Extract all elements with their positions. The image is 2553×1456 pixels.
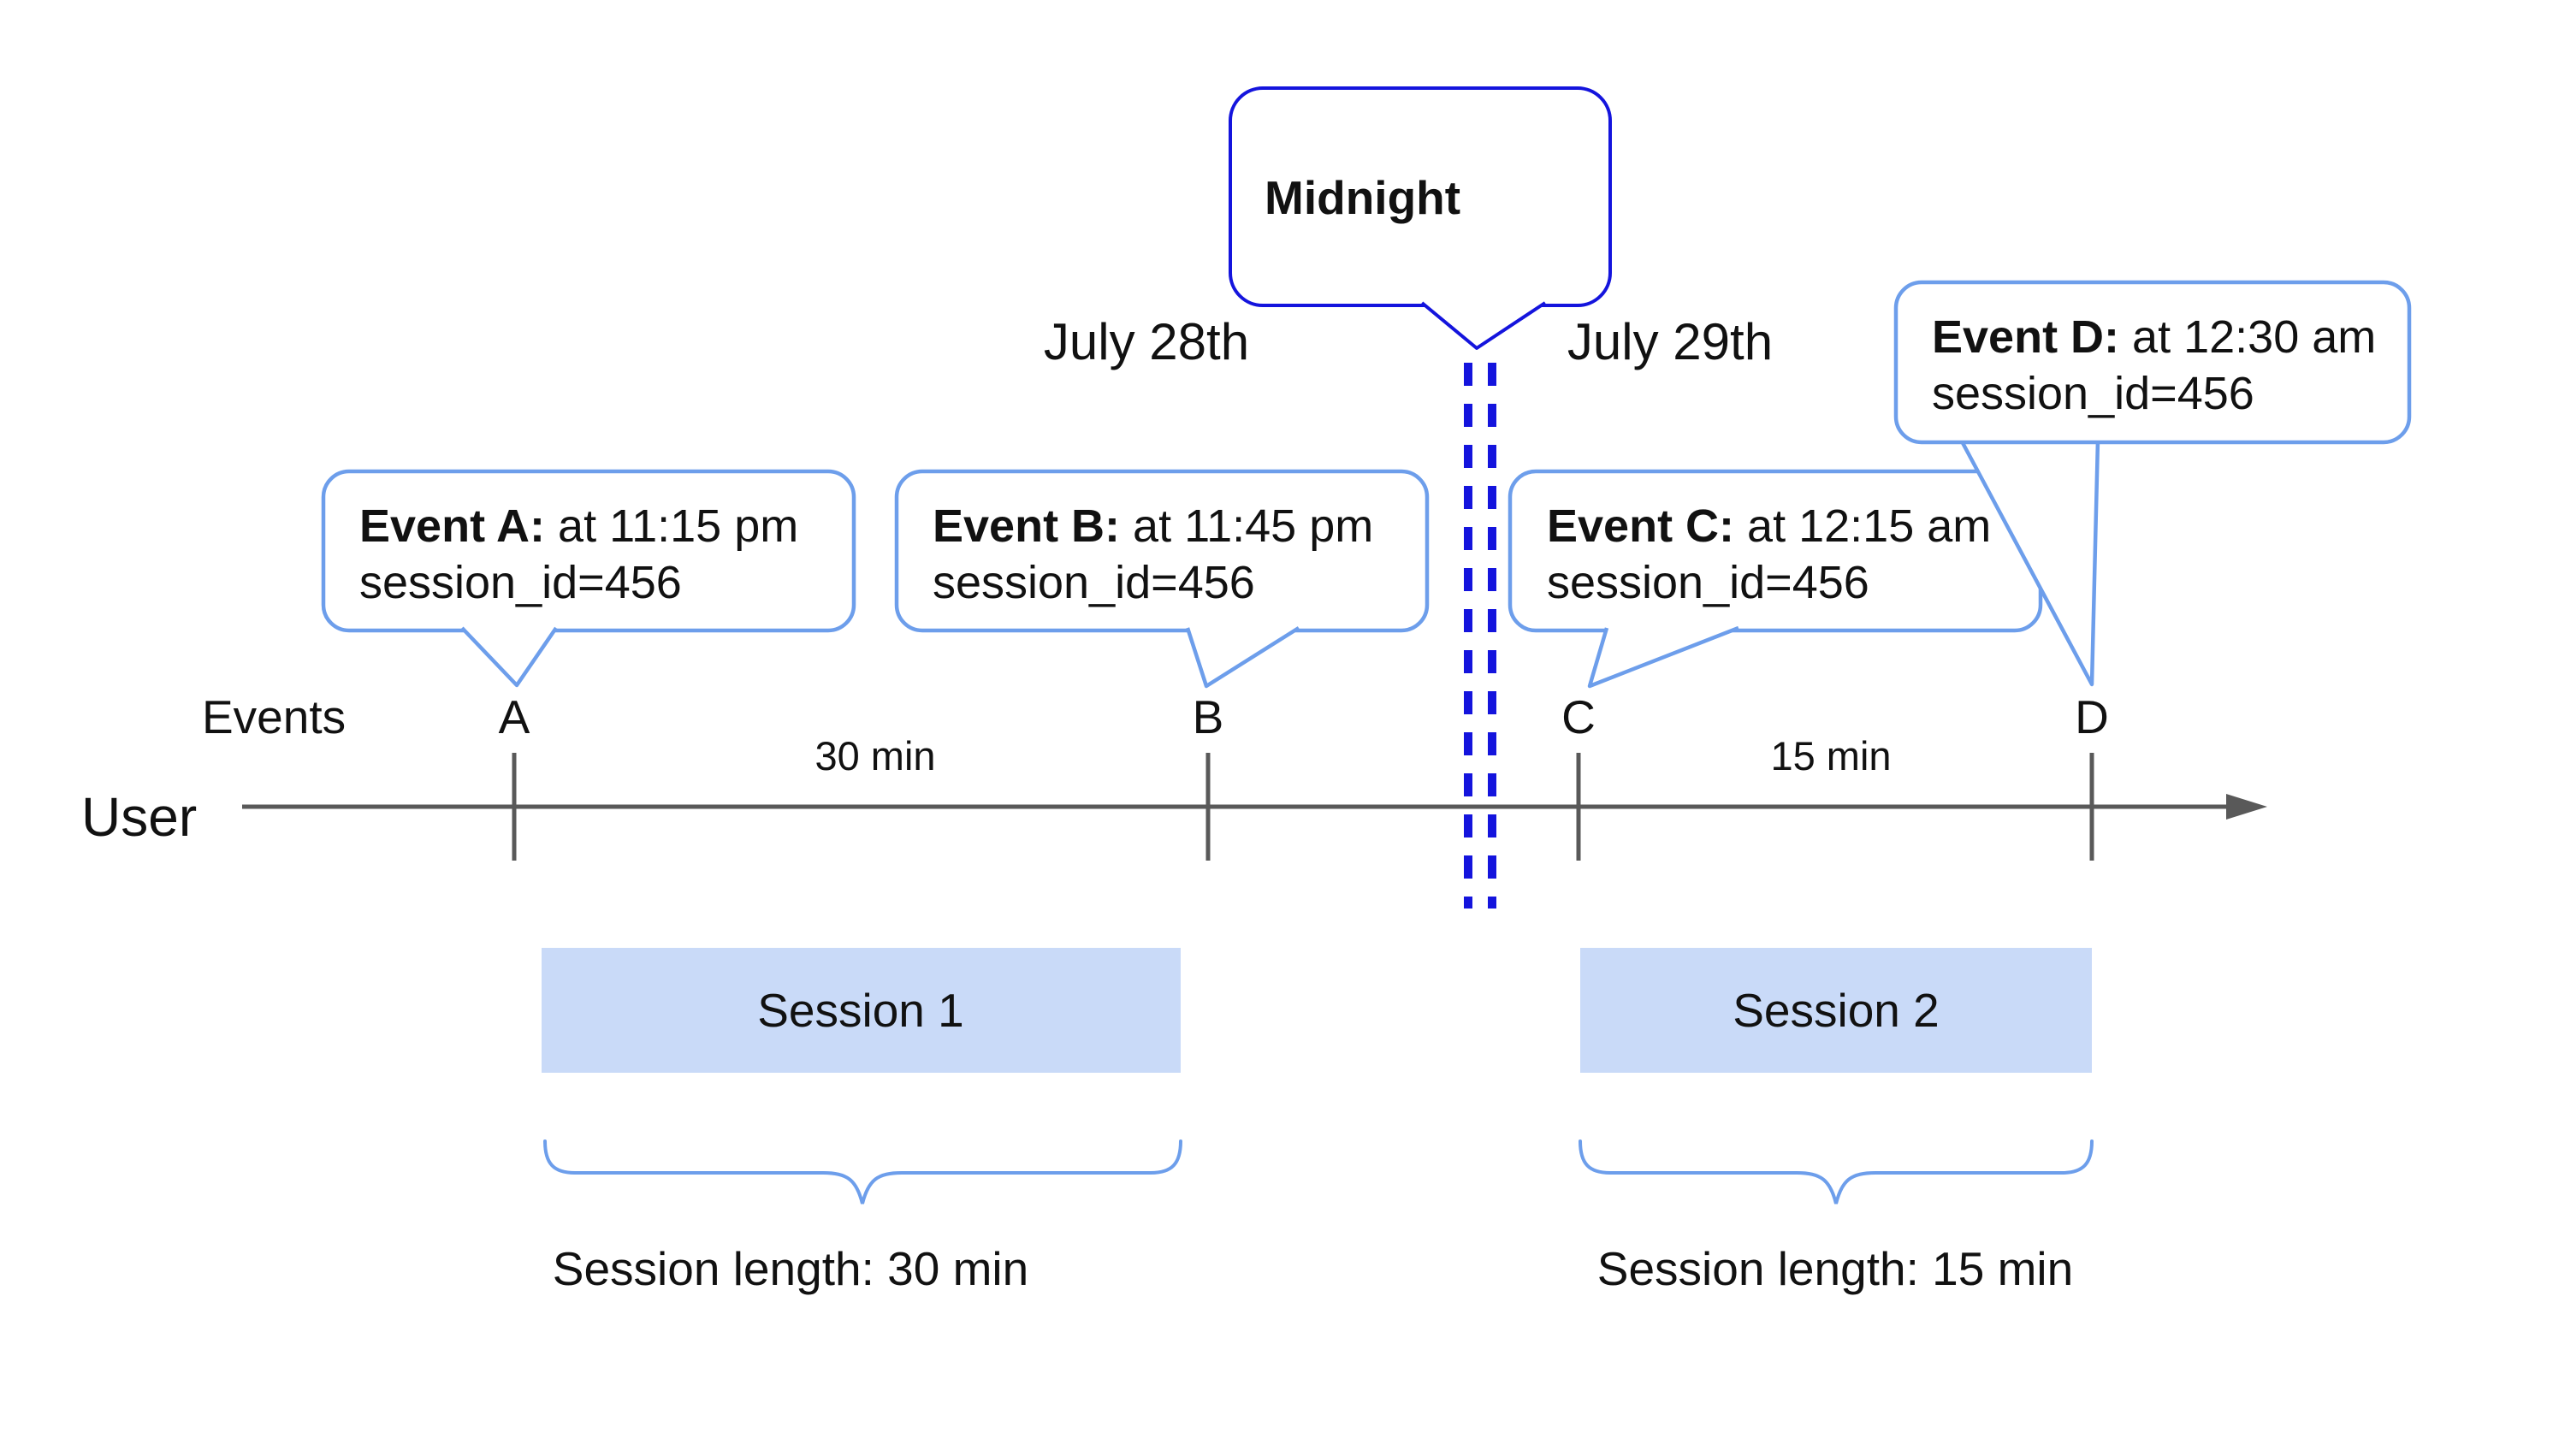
session-1-label: Session 1 [757, 984, 964, 1037]
event-d-callout: Event D: at 12:30 am session_id=456 [1893, 280, 2412, 687]
session-2-label: Session 2 [1733, 984, 1940, 1037]
tick-label-a: A [499, 690, 530, 743]
session-1-brace [543, 1139, 1182, 1204]
event-a-callout-bubble [321, 469, 856, 633]
event-c-callout-detail: session_id=456 [1547, 557, 1869, 608]
midnight-divider [1464, 363, 1496, 909]
event-b-callout-title: Event B: at 11:45 pm [933, 500, 1373, 552]
midnight-callout: Midnight [1229, 86, 1612, 350]
event-d-callout-tail [1959, 438, 2100, 687]
user-timeline [242, 753, 2267, 861]
event-b-callout-bubble [894, 469, 1430, 633]
session-2-brace [1579, 1139, 2094, 1204]
session-2-length-label: Session length: 15 min [1597, 1242, 2073, 1295]
event-d-callout-bubble [1893, 280, 2412, 445]
session-1: Session 1 [542, 948, 1181, 1073]
event-b-callout-tail [1185, 626, 1300, 689]
midnight-callout-bubble [1229, 86, 1612, 307]
event-c-callout: Event C: at 12:15 am session_id=456 [1508, 469, 2043, 689]
event-b-callout-detail: session_id=456 [933, 557, 1255, 608]
event-d-callout-detail: session_id=456 [1932, 368, 2254, 419]
tick-label-b: B [1193, 690, 1224, 743]
interval-label-cd: 15 min [1770, 733, 1891, 778]
event-a-callout-detail: session_id=456 [359, 557, 682, 608]
event-a-callout: Event A: at 11:15 pm session_id=456 [321, 469, 856, 688]
event-c-callout-tail [1587, 625, 1739, 689]
tick-label-d: D [2075, 690, 2109, 743]
midnight-label: Midnight [1265, 171, 1460, 224]
event-d-callout-title: Event D: at 12:30 am [1932, 311, 2376, 363]
session-1-length-label: Session length: 30 min [553, 1242, 1028, 1295]
user-label: User [81, 786, 197, 848]
session-2-box [1580, 948, 2092, 1073]
date-label-july-29: July 29th [1567, 313, 1773, 370]
events-row-label: Events [202, 690, 346, 743]
timeline-arrowhead-icon [2226, 794, 2267, 820]
event-c-callout-title: Event C: at 12:15 am [1547, 500, 1991, 552]
event-a-callout-tail [460, 626, 558, 688]
tick-label-c: C [1561, 690, 1596, 743]
session-1-box [542, 948, 1181, 1073]
midnight-callout-tail [1420, 301, 1547, 350]
interval-label-ab: 30 min [814, 733, 935, 778]
date-label-july-28: July 28th [1044, 313, 1249, 370]
event-b-callout: Event B: at 11:45 pm session_id=456 [894, 469, 1430, 689]
session-2: Session 2 [1580, 948, 2092, 1073]
event-a-callout-title: Event A: at 11:15 pm [359, 500, 798, 552]
